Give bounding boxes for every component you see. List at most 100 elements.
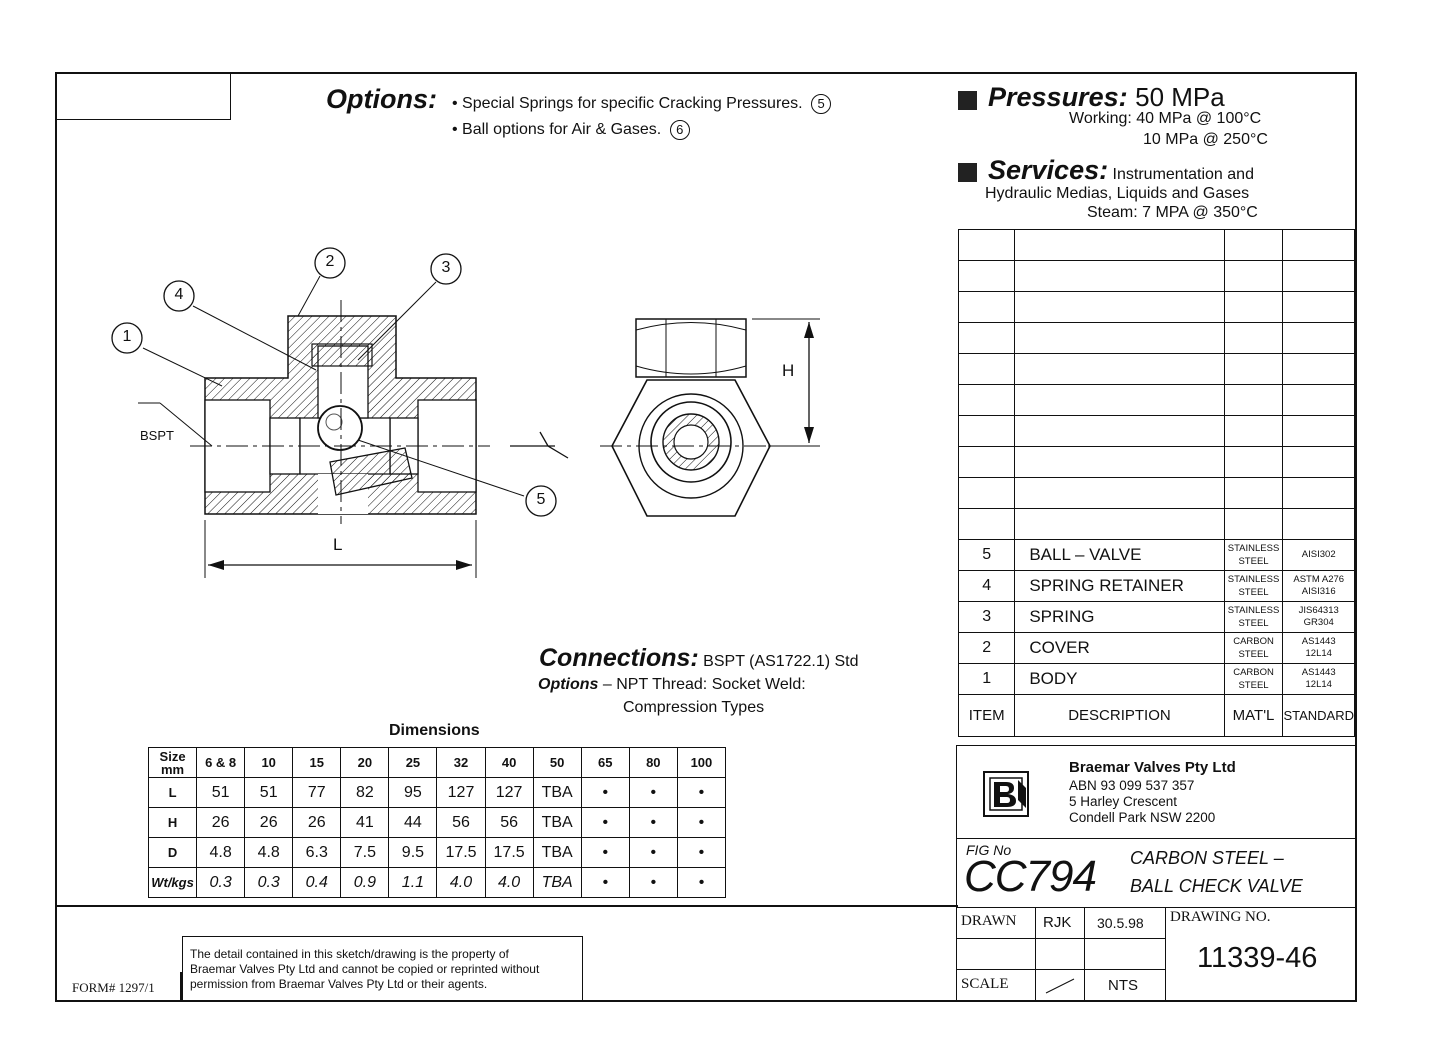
- bottom-divider: [55, 905, 958, 907]
- callout-2: 2: [325, 253, 335, 270]
- drawing-no-label: DRAWING NO.: [1170, 909, 1271, 925]
- dim-cell: 7.5: [340, 837, 390, 868]
- options-item-text: • Ball options for Air & Gases.: [452, 121, 662, 138]
- dim-cell: •: [628, 807, 678, 838]
- services-line1: Instrumentation and: [1112, 166, 1254, 183]
- dim-cell: 0.4: [292, 867, 342, 898]
- part-item: 1: [957, 663, 1016, 695]
- options-ref-circle: 5: [811, 94, 832, 114]
- fig-no: CC794: [964, 852, 1097, 901]
- top-left-box: [55, 72, 231, 120]
- valve-body-section: [190, 300, 490, 524]
- dim-cell: 17.5: [484, 837, 534, 868]
- parts-empty-row: [957, 322, 1355, 354]
- part-description: SPRING RETAINER: [1014, 570, 1225, 602]
- dim-size: 6 & 8: [196, 747, 246, 778]
- parts-empty-row: [957, 508, 1355, 540]
- dim-cell: 77: [292, 777, 342, 808]
- parts-empty-row: [957, 260, 1355, 292]
- dim-cell: 56: [484, 807, 534, 838]
- dim-size: 100: [676, 747, 727, 778]
- drawing-no: 11339-46: [1197, 942, 1318, 974]
- form-divider: [180, 972, 182, 1002]
- pressures-heading: Pressures:: [988, 82, 1128, 112]
- callout-circle-4: [163, 280, 195, 312]
- services-block: Services: Instrumentation and: [988, 155, 1254, 186]
- fig-no-label: FIG No: [966, 842, 1012, 858]
- dim-cell: 95: [388, 777, 438, 808]
- dim-cell: •: [676, 777, 727, 808]
- dim-row-label: H: [147, 807, 198, 838]
- dim-cell: 4.8: [196, 837, 246, 868]
- dim-row-label: Wt/kgs: [147, 867, 198, 898]
- dim-cell: 51: [196, 777, 246, 808]
- dim-cell: •: [628, 837, 678, 868]
- dim-cell: 41: [340, 807, 390, 838]
- parts-empty-row: [957, 415, 1355, 447]
- pressures-value: 50 MPa: [1135, 82, 1225, 112]
- copyright-line-3: permission from Braemar Valves Pty Ltd o…: [190, 977, 488, 991]
- parts-empty-row: [957, 477, 1355, 509]
- dimensions-header-row: Size mm 6 & 8 10 15 20 25 32 40 50 65 80…: [147, 747, 727, 778]
- dim-cell: 56: [436, 807, 486, 838]
- h-dimension-label: H: [782, 361, 795, 380]
- connections-options-text: – NPT Thread: Socket Weld:: [602, 676, 806, 693]
- parts-header-material: MAT'L: [1223, 694, 1284, 737]
- dim-cell: 51: [244, 777, 294, 808]
- connections-options-text2: Compression Types: [623, 699, 765, 716]
- copyright-line-1: The detail contained in this sketch/draw…: [190, 947, 509, 961]
- figure-title-2: BALL CHECK VALVE: [1130, 876, 1303, 896]
- drawing-no-cell: [1165, 907, 1357, 1002]
- pressures-block: Pressures: 50 MPa: [988, 82, 1225, 113]
- part-description: COVER: [1014, 632, 1225, 664]
- parts-empty-row: [957, 384, 1355, 416]
- scale-value: NTS: [1108, 977, 1138, 994]
- dimension-h-line: [752, 318, 820, 447]
- parts-empty-row: [957, 291, 1355, 323]
- part-item: 4: [957, 570, 1016, 602]
- scale-label: SCALE: [961, 976, 1009, 992]
- dim-cell: •: [628, 867, 678, 898]
- dim-size: 15: [292, 747, 342, 778]
- dim-cell: 0.3: [244, 867, 294, 898]
- pressures-bullet: [958, 91, 977, 110]
- services-line2: Hydraulic Medias, Liquids and Gases: [985, 185, 1250, 202]
- dimensions-header-label: Size mm: [147, 747, 198, 778]
- callout-circle-2: [314, 247, 346, 279]
- dim-cell: 17.5: [436, 837, 486, 868]
- dim-cell: •: [580, 867, 630, 898]
- dim-cell: TBA: [532, 807, 582, 838]
- part-item: 3: [957, 601, 1016, 633]
- dim-cell: TBA: [532, 867, 582, 898]
- parts-header-standard: STANDARD: [1282, 694, 1355, 737]
- dimensions-row-weight: Wt/kgs 0.3 0.3 0.4 0.9 1.1 4.0 4.0 TBA •…: [147, 867, 727, 898]
- dim-cell: 1.1: [388, 867, 438, 898]
- services-line3: Steam: 7 MPA @ 350°C: [1087, 204, 1258, 221]
- dim-cell: 9.5: [388, 837, 438, 868]
- copyright-notice-box: [182, 936, 583, 1002]
- figure-title-1: CARBON STEEL –: [1130, 848, 1284, 868]
- connections-block: Connections: BSPT (AS1722.1) Std: [539, 644, 859, 673]
- dim-cell: •: [676, 867, 727, 898]
- valve-cross-section-drawing: [111, 247, 820, 578]
- dim-cell: 127: [484, 777, 534, 808]
- braemar-logo-icon: [983, 771, 1029, 817]
- options-ref-circle: 6: [669, 120, 690, 140]
- copyright-line-2: Braemar Valves Pty Ltd and cannot be cop…: [190, 962, 540, 976]
- scale-slash-icon: [1045, 978, 1075, 994]
- l-dimension-label: L: [333, 535, 343, 554]
- parts-empty-row: [957, 353, 1355, 385]
- drawn-by: RJK: [1043, 914, 1072, 931]
- bspt-label: BSPT: [140, 428, 174, 443]
- callout-circle-1: [111, 322, 143, 354]
- connections-options: Options – NPT Thread: Socket Weld:: [538, 676, 806, 694]
- drawn-label: DRAWN: [961, 913, 1017, 929]
- dim-size: 10: [244, 747, 294, 778]
